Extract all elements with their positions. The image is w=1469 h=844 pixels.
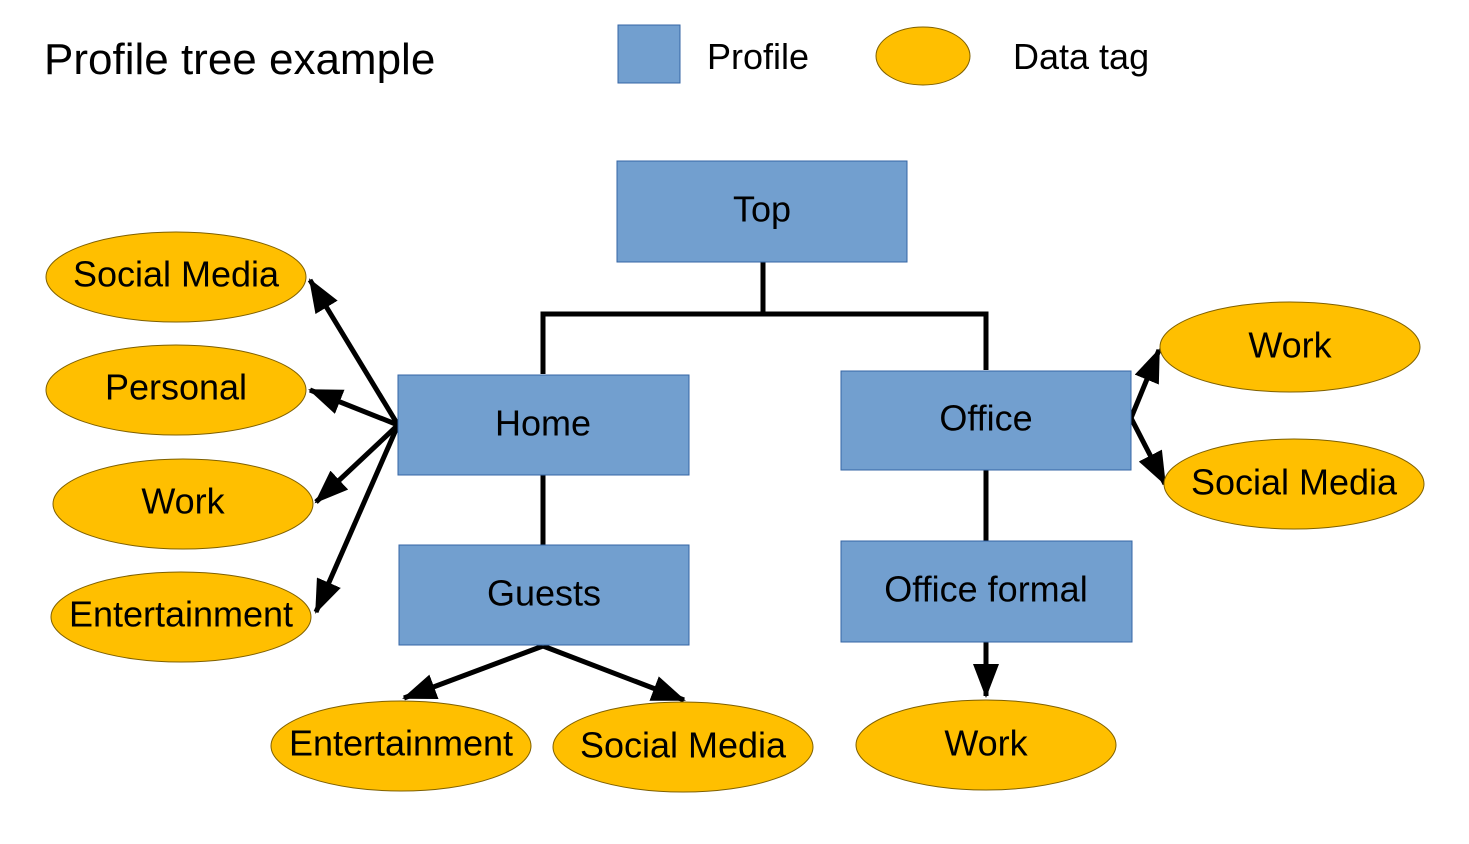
tag-label-home-social-media: Social Media (73, 254, 280, 295)
tag-label-home-personal: Personal (105, 367, 247, 408)
tag-label-guests-social-media: Social Media (580, 725, 787, 766)
profile-label-office-formal: Office formal (884, 569, 1087, 610)
tag-label-guests-entertainment: Entertainment (289, 723, 513, 764)
tag-label-home-work: Work (141, 481, 225, 522)
legend-profile-swatch (617, 24, 681, 84)
arrow-guests-entertainment (402, 643, 544, 701)
legend-tag-label: Data tag (1013, 36, 1149, 77)
profile-label-top: Top (733, 189, 791, 230)
tag-node-home-work: Work (52, 458, 314, 550)
legend: Profile Data tag (617, 24, 1149, 86)
legend-tag-swatch (875, 26, 971, 86)
profile-label-office: Office (939, 398, 1032, 439)
tag-label-office-work: Work (1248, 325, 1332, 366)
tag-node-office-formal-work: Work (855, 699, 1117, 791)
tag-node-office-social-media: Social Media (1163, 438, 1425, 530)
tag-node-home-entertainment: Entertainment (50, 571, 312, 663)
profile-node-guests: Guests (398, 544, 690, 646)
tag-node-guests-social-media: Social Media (552, 701, 814, 793)
profile-label-home: Home (495, 403, 591, 444)
tag-node-home-social-media: Social Media (45, 231, 307, 323)
arrow-home-entertainment (313, 423, 401, 614)
profile-node-office-formal: Office formal (840, 540, 1133, 643)
tag-arrows (307, 278, 1168, 703)
tag-label-office-social-media: Social Media (1191, 462, 1398, 503)
arrow-guests-social-media (542, 643, 686, 703)
tag-node-office-work: Work (1159, 301, 1421, 393)
profile-label-guests: Guests (487, 573, 601, 614)
connector-top-children (540, 311, 989, 374)
tag-node-guests-entertainment: Entertainment (270, 700, 532, 792)
arrow-home-work (314, 423, 400, 504)
tag-label-home-entertainment: Entertainment (69, 594, 293, 635)
arrow-home-personal (308, 387, 399, 428)
tag-node-home-personal: Personal (45, 344, 307, 436)
profile-node-top: Top (616, 160, 908, 263)
profile-node-home: Home (397, 374, 690, 476)
tree-connectors (540, 262, 989, 545)
tag-label-office-formal-work: Work (944, 723, 1028, 764)
arrow-office-work (1128, 348, 1162, 419)
legend-profile-label: Profile (707, 36, 809, 77)
arrow-office-social-media (1128, 416, 1168, 486)
profile-node-office: Office (840, 370, 1132, 471)
diagram-title: Profile tree example (44, 35, 435, 84)
arrow-home-social-media (307, 278, 401, 427)
